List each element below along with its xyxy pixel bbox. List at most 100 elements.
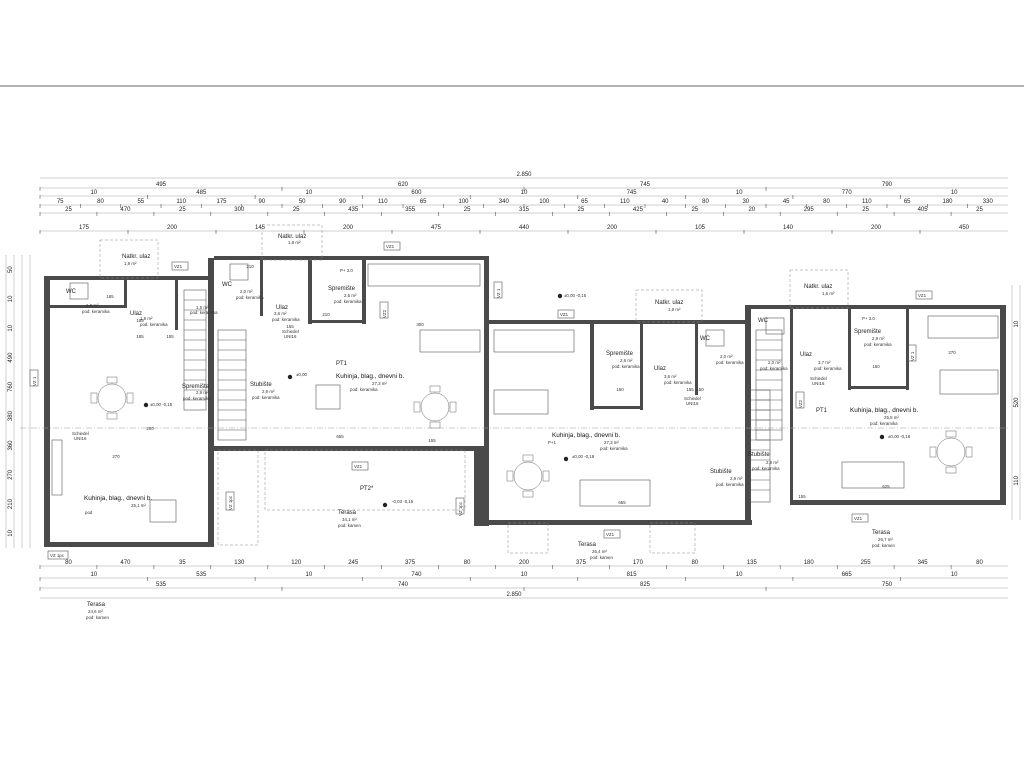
u3-level-top: ±0,00 -0,15 <box>564 293 587 298</box>
dim-top-r4-11: 25 <box>691 207 698 213</box>
dim-top-r4-1: 470 <box>120 207 131 213</box>
inner-dim-u3-3: 150 <box>696 387 704 392</box>
u4-wc-name: WC <box>758 318 769 324</box>
dim-top-r4-4: 25 <box>293 207 300 213</box>
u1-stubiste-finish: pod: keramika <box>183 396 211 401</box>
dim-bot-r2-8: 10 <box>951 572 958 578</box>
inner-dim-u2-5: 210 <box>246 264 254 269</box>
inner-dim-u4-0: 270 <box>948 350 956 355</box>
u1-stubiste-area: 2,9 m² <box>196 390 209 395</box>
dim-bot-r2-5: 815 <box>627 572 638 578</box>
unit-2-labels: Natkr. ulaz 1,8 m² WC 2,0 m² pod: kerami… <box>222 234 414 528</box>
u1-schiedel: Schiedel <box>72 431 89 436</box>
tag-vz1pc-b: VZ 1pc <box>458 501 463 516</box>
u4-spremiste-finish: pod: keramika <box>864 342 892 347</box>
dim-left-4: 760 <box>8 381 14 392</box>
u4-wc-area: 2,0 m² <box>768 360 781 365</box>
unit-3-labels: Natkr. ulaz 1,9 m² ±0,00 -0,15 Spremište… <box>548 293 744 560</box>
dim-bot-r1-11: 80 <box>691 560 698 566</box>
dim-top-r3-15: 40 <box>662 199 669 205</box>
u2-kitchen-name: Kuhinja, blag., dnevni b. <box>336 373 404 380</box>
dim-left-6: 360 <box>8 440 14 451</box>
dim-bot-r3-0: 535 <box>156 582 167 588</box>
dim-bot-r1-4: 120 <box>291 560 302 566</box>
u1-kitchen-area: 25,1 m² <box>131 503 146 508</box>
u3-window: P+1 <box>548 440 556 445</box>
dim-bot-r2-1: 535 <box>196 572 207 578</box>
u1-kitchen-name: Kuhinja, blag., dnevni b. <box>84 495 152 502</box>
dim-bot-r3-2: 825 <box>640 582 651 588</box>
u4-terasa-area: 26,7 m² <box>878 537 893 542</box>
dim-top-r5-7: 105 <box>695 225 706 231</box>
u2-stubiste-area: 2,9 m² <box>262 389 275 394</box>
u3-entrance-area: 1,9 m² <box>668 307 681 312</box>
inner-dim-u2-0: 155 <box>286 324 294 329</box>
dim-right-0: 10 <box>1014 320 1020 327</box>
dim-top-r3-0: 75 <box>57 199 64 205</box>
u3-ulaz-area: 3,6 m² <box>664 374 677 379</box>
dim-top-r1-1: 620 <box>398 182 409 188</box>
u3-spremiste-finish: pod: keramika <box>612 364 640 369</box>
dim-top-r4-9: 25 <box>578 207 585 213</box>
tag-vz1-f: VZ1 <box>606 532 615 537</box>
dim-top-r3-14: 110 <box>620 199 630 205</box>
tag-vz1-r2: VZ 1 <box>910 351 915 361</box>
u3-stubiste-area: 2,9 m² <box>730 476 743 481</box>
dim-top-r3-23: 330 <box>983 199 994 205</box>
inner-dim-u1-3: 185 <box>136 318 144 323</box>
u1-entrance-name: Natkr. ulaz <box>122 254 150 260</box>
dim-top-r3-16: 80 <box>702 199 709 205</box>
dim-bot-r2-6: 10 <box>736 572 743 578</box>
u4-spremiste-name: Spremište <box>854 329 882 335</box>
u4-terasa-finish: pod: kamen <box>872 543 896 548</box>
dim-bot-r1-15: 345 <box>918 560 929 566</box>
dim-top-r3-6: 50 <box>299 199 306 205</box>
dim-bot-r1-3: 130 <box>234 560 245 566</box>
u4-kitchen-finish: pod: keramika <box>870 421 898 426</box>
dim-bot-r2-4: 10 <box>521 572 528 578</box>
u1-terasa-finish: pod: kamen <box>86 615 110 620</box>
dim-bot-r1-9: 375 <box>576 560 587 566</box>
u2-schiedel: Schiedel <box>282 329 299 334</box>
u3-spremiste-name: Spremište <box>606 351 634 357</box>
dim-bot-r2-3: 740 <box>411 572 422 578</box>
tag-vz1-e: VZ1 <box>354 464 363 469</box>
dining-tables <box>90 376 973 498</box>
dim-top-r3-13: 65 <box>581 199 588 205</box>
tag-vz1-d: VZ1 <box>918 293 927 298</box>
dim-bot-r1-8: 200 <box>519 560 530 566</box>
dim-bot-r2-2: 10 <box>306 572 313 578</box>
dim-top-r1-2: 745 <box>640 182 651 188</box>
u1-terasa-area: 24,6 m² <box>88 609 103 614</box>
dim-top-r4-5: 435 <box>348 207 359 213</box>
u2-terasa-area: 34,1 m² <box>342 517 357 522</box>
dim-top-r4-13: 295 <box>804 207 815 213</box>
dim-bot-r1-2: 35 <box>179 560 186 566</box>
u4-stubiste-finish: pod: keramika <box>752 466 780 471</box>
dim-top-r2-1: 485 <box>196 190 207 196</box>
u2-ulaz-area: 3,6 m² <box>274 311 287 316</box>
tag-vz2-b: VZ2 <box>798 399 803 408</box>
u1-level: ±0,00 -0,15 <box>150 402 173 407</box>
u4-spremiste-area: 2,9 m² <box>872 336 885 341</box>
dim-top-r3-5: 90 <box>258 199 265 205</box>
dim-bot-r1-0: 80 <box>65 560 72 566</box>
dim-top-r5-8: 140 <box>783 225 794 231</box>
dim-top-r4-2: 25 <box>179 207 186 213</box>
inner-dim-u4-2: 625 <box>882 484 890 489</box>
u4-ulaz-finish: pod: keramika <box>814 366 842 371</box>
dim-top-r3-11: 340 <box>499 199 510 205</box>
u1-entrance-area: 1,9 m² <box>124 261 137 266</box>
inner-dim-u2-1: 210 <box>322 312 330 317</box>
u1-uni16: UNI16 <box>74 436 87 441</box>
dim-top-r4-7: 25 <box>464 207 471 213</box>
dim-top-r4-3: 300 <box>234 207 245 213</box>
dim-top-r2-2: 10 <box>306 190 313 196</box>
u4-uni16: UNI16 <box>812 381 825 386</box>
dim-bottom-total: 2.850 <box>506 592 522 598</box>
u2-level: ±0,00 <box>296 372 308 377</box>
dim-top-r5-1: 200 <box>167 225 178 231</box>
dim-bot-r2-0: 10 <box>90 572 97 578</box>
dim-top-r5-3: 200 <box>343 225 354 231</box>
